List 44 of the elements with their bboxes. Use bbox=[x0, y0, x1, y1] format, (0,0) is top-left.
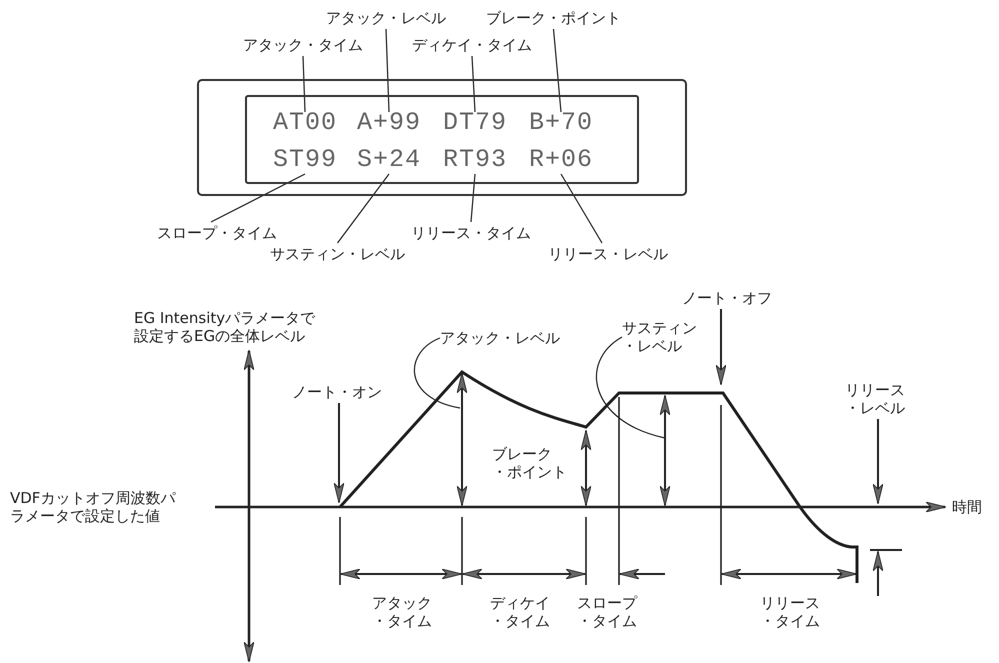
callout-label: リリース・レベル bbox=[548, 245, 668, 263]
callout-label: アタック・レベル bbox=[440, 329, 560, 347]
display-screen bbox=[245, 95, 639, 184]
callout-label: ノート・オフ bbox=[682, 289, 772, 307]
callout-label: ノート・オン bbox=[292, 383, 382, 401]
dimension-label: アタック・タイム bbox=[372, 594, 432, 630]
callout-label: スロープ・タイム bbox=[157, 224, 277, 242]
callout-label: ブレーク・ポイント bbox=[486, 9, 621, 27]
leader-line bbox=[596, 336, 666, 439]
display-readout: A+99 bbox=[357, 109, 421, 137]
leader-line bbox=[560, 174, 603, 244]
dimension-label: スロープ・タイム bbox=[577, 594, 637, 630]
display-readout: S+24 bbox=[357, 146, 421, 174]
dimension-label: リリース・タイム bbox=[760, 594, 820, 630]
callout-label: リリース・レベル bbox=[845, 381, 905, 417]
leader-line bbox=[716, 309, 726, 386]
leader-line bbox=[302, 56, 306, 112]
leader-line bbox=[385, 28, 390, 112]
leader-line bbox=[414, 337, 460, 409]
callout-label: サスティン・レベル bbox=[622, 319, 697, 355]
axis-label: EG Intensityパラメータで設定するEGの全体レベル bbox=[134, 309, 316, 345]
leader-line bbox=[210, 173, 306, 223]
leader-line bbox=[470, 174, 476, 222]
callout-label: リリース・タイム bbox=[411, 224, 531, 242]
display-readout: R+06 bbox=[529, 146, 593, 174]
dimension-label: ブレーク・ポイント bbox=[492, 445, 567, 481]
leader-line bbox=[334, 403, 344, 504]
callout-label: アタック・タイム bbox=[243, 36, 363, 54]
axis-label: VDFカットオフ周波数パラメータで設定した値 bbox=[10, 489, 177, 525]
callout-label: アタック・レベル bbox=[326, 9, 446, 27]
callout-label: ディケイ・タイム bbox=[412, 36, 532, 54]
display-frame bbox=[197, 79, 687, 196]
callout-label: サスティン・レベル bbox=[270, 245, 405, 263]
leader-line bbox=[471, 56, 476, 112]
axis-label: 時間 bbox=[952, 498, 982, 516]
display-readout: RT93 bbox=[443, 146, 507, 174]
display-readout: ST99 bbox=[273, 146, 337, 174]
display-readout: DT79 bbox=[443, 109, 507, 137]
display-readout: AT00 bbox=[273, 109, 337, 137]
leader-line bbox=[337, 174, 390, 244]
dimension-label: ディケイ・タイム bbox=[490, 594, 550, 630]
display-readout: B+70 bbox=[529, 109, 593, 137]
leader-line bbox=[552, 28, 562, 112]
leader-line bbox=[872, 419, 884, 504]
